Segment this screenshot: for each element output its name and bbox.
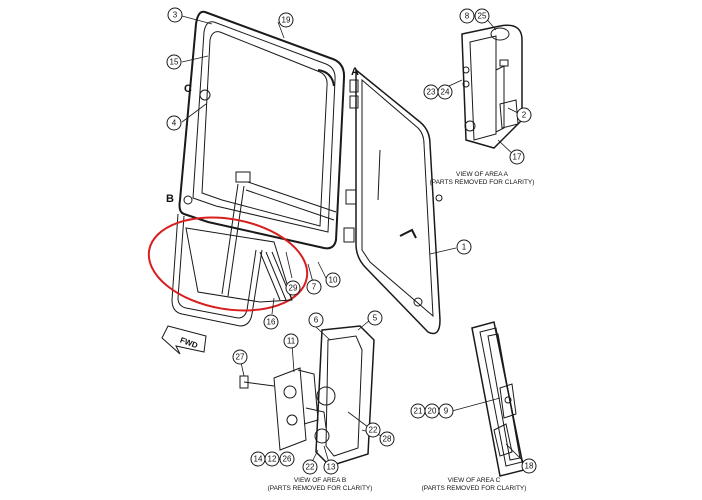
callout-7: 7 xyxy=(312,283,317,292)
caption-view-b-title: VIEW OF AREA B xyxy=(294,477,346,484)
callout-11: 11 xyxy=(287,337,296,346)
callout-10: 10 xyxy=(329,276,338,285)
door-frame xyxy=(171,10,346,327)
caption-view-a-note: (PARTS REMOVED FOR CLARITY) xyxy=(430,179,535,186)
leader-lines xyxy=(181,15,529,467)
caption-view-b-note: (PARTS REMOVED FOR CLARITY) xyxy=(268,485,373,492)
callout-26: 26 xyxy=(283,455,292,464)
highlight-ellipse xyxy=(147,216,309,312)
callout-5: 5 xyxy=(373,314,378,323)
channel-view-c xyxy=(471,321,525,477)
callout-23: 23 xyxy=(427,88,436,97)
latch-assembly-view-b xyxy=(239,325,375,467)
callout-29: 29 xyxy=(289,284,298,293)
callout-15: 15 xyxy=(170,58,179,67)
callout-14: 14 xyxy=(254,455,263,464)
caption-view-c-note: (PARTS REMOVED FOR CLARITY) xyxy=(422,485,527,492)
callout-22-upper: 22 xyxy=(369,426,378,435)
caption-view-a-title: VIEW OF AREA A xyxy=(456,171,509,178)
callout-16: 16 xyxy=(267,318,276,327)
callout-22-lower: 22 xyxy=(306,463,315,472)
fwd-arrow: FWD xyxy=(161,325,207,355)
area-letter-b: B xyxy=(166,193,174,205)
callout-8: 8 xyxy=(465,12,470,21)
callout-1: 1 xyxy=(462,243,467,252)
area-letter-c: C xyxy=(184,83,192,95)
caption-view-c-title: VIEW OF AREA C xyxy=(448,477,501,484)
callout-4: 4 xyxy=(172,119,177,128)
callout-27: 27 xyxy=(236,353,245,362)
area-letter-a: A xyxy=(351,66,359,78)
fwd-label: FWD xyxy=(179,336,199,351)
callout-21: 21 xyxy=(414,407,423,416)
callout-28: 28 xyxy=(383,435,392,444)
callout-17: 17 xyxy=(513,153,522,162)
callout-13: 13 xyxy=(327,463,336,472)
callout-circles xyxy=(166,7,537,475)
callout-9: 9 xyxy=(444,407,449,416)
hinge-block-view-a xyxy=(461,24,523,149)
callout-2: 2 xyxy=(522,111,527,120)
lower-frame-detail xyxy=(185,227,293,303)
callout-3: 3 xyxy=(173,11,178,20)
door-strut xyxy=(221,171,337,297)
callout-18: 18 xyxy=(525,462,534,471)
callout-19: 19 xyxy=(282,16,291,25)
callout-24: 24 xyxy=(441,88,450,97)
callout-12: 12 xyxy=(268,455,277,464)
callout-20: 20 xyxy=(428,407,437,416)
callout-6: 6 xyxy=(314,316,319,325)
callout-25: 25 xyxy=(478,12,487,21)
glass-door xyxy=(355,68,443,335)
